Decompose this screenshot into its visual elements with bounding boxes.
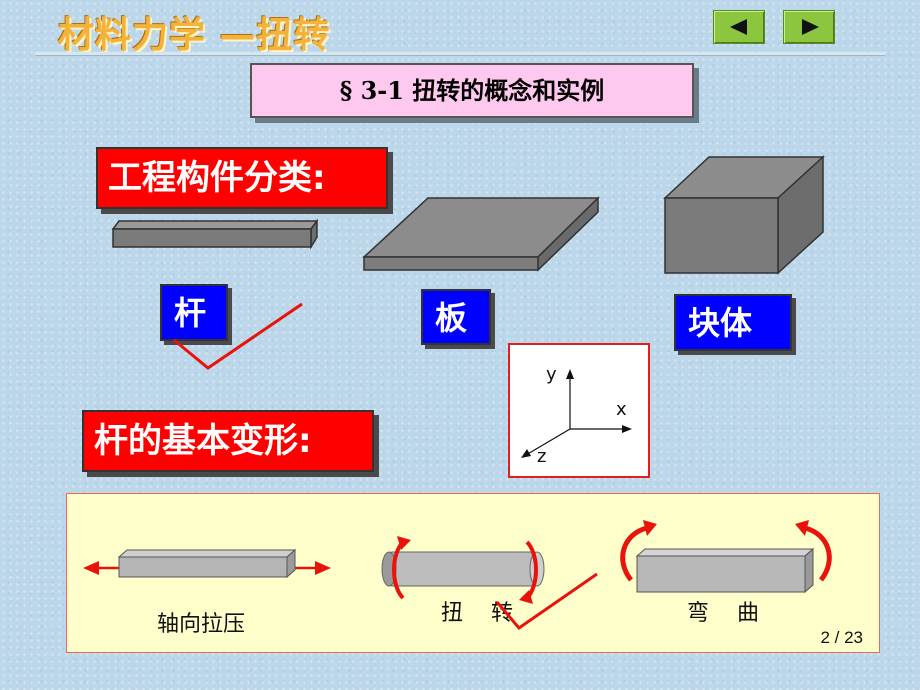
- y-axis-label: y: [546, 364, 557, 385]
- plate-label: 板: [421, 289, 491, 345]
- axial-load-diagram: [83, 548, 331, 579]
- coordinate-axes-icon: [521, 369, 632, 458]
- block-label: 块体: [674, 294, 792, 351]
- section-title: § 3-1 扭转的概念和实例: [250, 63, 694, 118]
- coordinate-axes-box: y x z: [508, 343, 650, 478]
- rod-shape: [111, 218, 319, 250]
- previous-slide-button[interactable]: [713, 10, 765, 44]
- torsion-caption: 扭 转: [441, 601, 513, 626]
- triangle-right-icon: [802, 19, 819, 35]
- deformation-panel: 轴向拉压 扭 转 弯 曲 2 / 23: [66, 493, 880, 653]
- torsion-check-mark-icon: [495, 572, 598, 631]
- basic-deformation-heading: 杆的基本变形:: [82, 410, 374, 472]
- next-slide-button[interactable]: [783, 10, 835, 44]
- page-number: 2 / 23: [820, 628, 863, 647]
- check-mark-icon: [173, 302, 303, 370]
- x-axis-label: x: [616, 399, 627, 420]
- slide-title: 材料力学 —扭转: [58, 15, 331, 56]
- z-axis-label: z: [537, 446, 547, 467]
- torsion-diagram: [381, 536, 545, 604]
- triangle-left-icon: [730, 19, 747, 35]
- rod-label: 杆: [160, 284, 228, 341]
- component-classification-heading: 工程构件分类:: [96, 147, 388, 209]
- plate-shape: [362, 196, 600, 272]
- bending-caption: 弯 曲: [687, 601, 759, 626]
- axial-load-caption: 轴向拉压: [157, 612, 246, 637]
- block-shape: [663, 155, 825, 275]
- header-divider: [35, 52, 885, 56]
- bending-diagram: [620, 520, 832, 594]
